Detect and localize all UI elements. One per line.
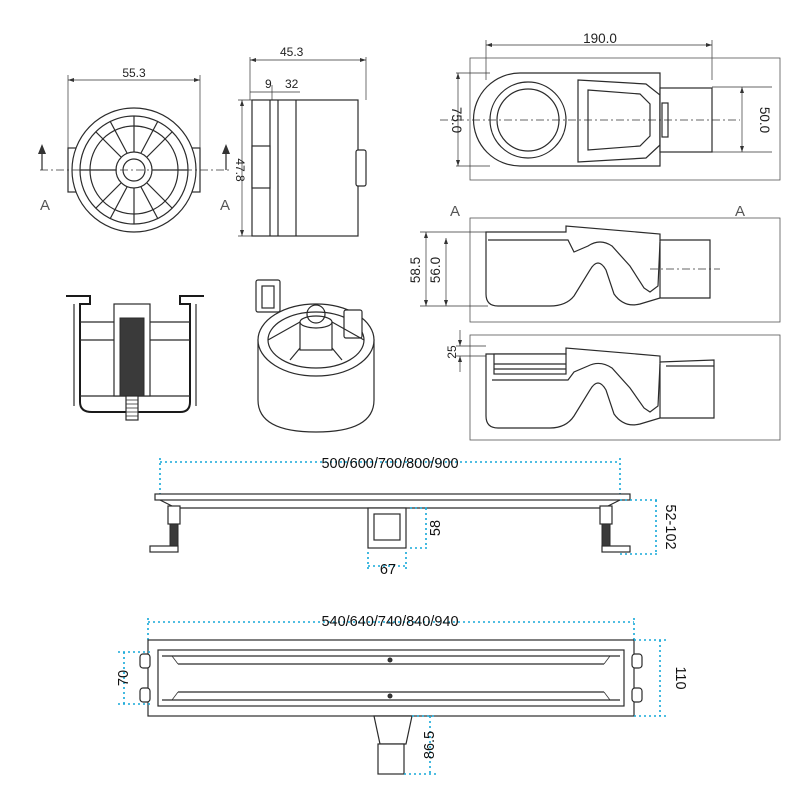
section-mark-a-right: A xyxy=(220,197,230,214)
dim-section-h1: 58.5 xyxy=(408,257,423,283)
dim-plan-length: 190.0 xyxy=(583,31,617,46)
channel-front-elevation: 500/600/700/800/900 52-102 58 67 xyxy=(149,456,678,578)
trap-section-view xyxy=(66,295,204,421)
trap-isometric-view xyxy=(255,279,375,433)
trap-top-view: 55.3 A A xyxy=(38,66,230,233)
section-mark-a4: A xyxy=(735,203,745,220)
section-mark-a3: A xyxy=(450,203,460,220)
dim-side-32: 32 xyxy=(285,77,299,91)
dim-plan-h2: 50.0 xyxy=(757,107,772,133)
section-mark-a-left: A xyxy=(40,197,50,214)
dim-section-25: 25 xyxy=(445,345,459,359)
dim-outer-width: 110 xyxy=(672,666,688,689)
dim-top-diameter: 55.3 xyxy=(122,66,146,80)
trap-side-view: 45.3 9 32 47.8 xyxy=(233,45,367,237)
dim-outlet-depth: 86.5 xyxy=(422,731,438,759)
dim-height-adjust: 52-102 xyxy=(662,504,678,549)
channel-plan-view: 540/640/740/840/940 70 110 86.5 xyxy=(116,614,688,775)
dim-side-9: 9 xyxy=(265,77,272,91)
dim-outlet-height: 58 xyxy=(428,520,444,536)
outlet-section-a: A A 58.5 56.0 xyxy=(408,203,781,323)
dim-inner-width: 70 xyxy=(116,670,132,686)
dim-plan-length-2: 540/640/740/840/940 xyxy=(321,614,458,630)
dim-side-width: 45.3 xyxy=(280,45,304,59)
dim-side-height: 47.8 xyxy=(233,158,247,182)
dim-outlet-width: 67 xyxy=(380,562,396,578)
dim-section-h2: 56.0 xyxy=(428,257,443,283)
outlet-plan-view: 190.0 75.0 50.0 xyxy=(440,31,781,181)
outlet-section-b: 25 xyxy=(445,330,781,441)
dim-channel-length: 500/600/700/800/900 xyxy=(321,456,458,472)
